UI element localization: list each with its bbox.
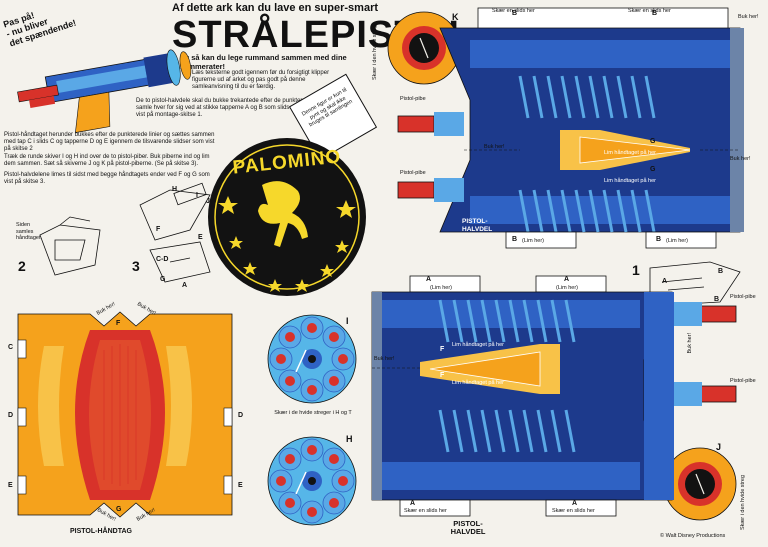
pistol-pipe-label: Pistol-pibe [730,378,756,384]
slit-label: Skær en slids her [552,508,595,514]
tab-label-b: B [652,10,658,17]
glue-here-label: (Lim her) [522,238,545,244]
pistol-pipe-label: Pistol-pibe [400,170,426,176]
tab-label-d: D [238,412,244,419]
glue-here-label: (Lim her) [430,285,453,291]
tab-label-a: A [410,500,416,507]
glue-handle-label: Lim håndtaget på her [452,380,504,386]
tab-label-d: D [8,412,14,419]
slit-label: Skær en slids her [628,8,671,14]
tab-label-a: A [564,276,570,283]
sketch-label: B [718,268,724,275]
bend-label: Buk her! [730,156,751,162]
bend-label: Buk her! [484,144,505,150]
sketch-label: I [196,192,198,199]
slit-label: Skær en slids her [492,8,535,14]
tab-label-b: B [512,10,518,17]
tab-label-g: G [116,506,122,513]
sketch-number: 1 [632,262,640,278]
bend-label: Buk her! [374,356,395,362]
sketch-label: H [172,186,178,193]
tab-label-b: B [512,236,518,243]
tab-label-f: F [116,320,121,327]
glue-here-label: (Lim her) [666,238,689,244]
tab-label-a: A [426,276,432,283]
sketch-label: J [206,198,210,205]
sketch-label: F [156,226,161,233]
instruction-paragraph-1: Læs teksterne godt igennem før du forsig… [192,70,330,90]
instruction-paragraph-4: Træk de runde skiver I og H ind over de … [4,154,210,167]
tab-label-a: A [572,500,578,507]
sketch-label: B [714,296,720,303]
half-label: PISTOL-HALVDEL [450,519,486,536]
sketch-label: E [198,234,203,241]
instruction-paragraph-3: Pistol-håndtaget herunder bukkes efter d… [4,132,215,152]
tab-label-e: E [238,482,243,489]
glue-label-g: G [650,138,656,145]
sketch-label: A [182,282,188,289]
glue-label-f: F [440,372,445,379]
instruction-paragraph-2: De to pistol-halvdele skal du bukke trek… [136,98,336,118]
glue-here-label: (Lim her) [556,285,579,291]
part-label-h: H [346,434,353,444]
part-label-i: I [346,316,349,326]
pistol-pipe-label: Pistol-pibe [730,294,756,300]
slit-label: Skær en slids her [404,508,447,514]
glue-label-g: G [650,166,656,173]
glue-handle-label: Lim håndtaget på her [604,178,656,184]
part-label-j: J [716,442,722,452]
glue-handle-label: Lim håndtaget på her [604,150,656,156]
tab-label-c: C [8,344,14,351]
disc-note: Skær i de hvide streger i H og T [274,410,352,416]
instruction-paragraph-5: Pistol-halvdelene limes til sidst med be… [4,172,210,185]
glue-handle-label: Lim håndtaget på her [452,342,504,348]
copyright: © Walt Disney Productions [660,533,726,539]
header-top-line: Af dette ark kan du lave en super-smart [172,2,379,14]
half-label: PISTOL-HALVDEL [462,218,493,233]
tab-label-e: E [8,482,13,489]
page-subtitle: og så kan du lege rummand sammen med din… [180,53,347,71]
pistol-pipe-label: Pistol-pibe [400,96,426,102]
sketch-side-note: Siden samles håndtaget. [16,222,42,241]
bend-label: Buk her! [738,14,759,20]
sketch-number: 2 [18,258,26,274]
handle-label: PISTOL-HÅNDTAG [70,528,132,535]
sketch-number: 3 [132,258,140,274]
sketch-label: C-D [156,256,169,263]
glue-label-f: F [440,346,445,353]
tab-label-b: B [656,236,662,243]
sketch-label: G [160,276,166,283]
part-label-k: K [452,12,459,22]
sketch-label: A [662,278,668,285]
